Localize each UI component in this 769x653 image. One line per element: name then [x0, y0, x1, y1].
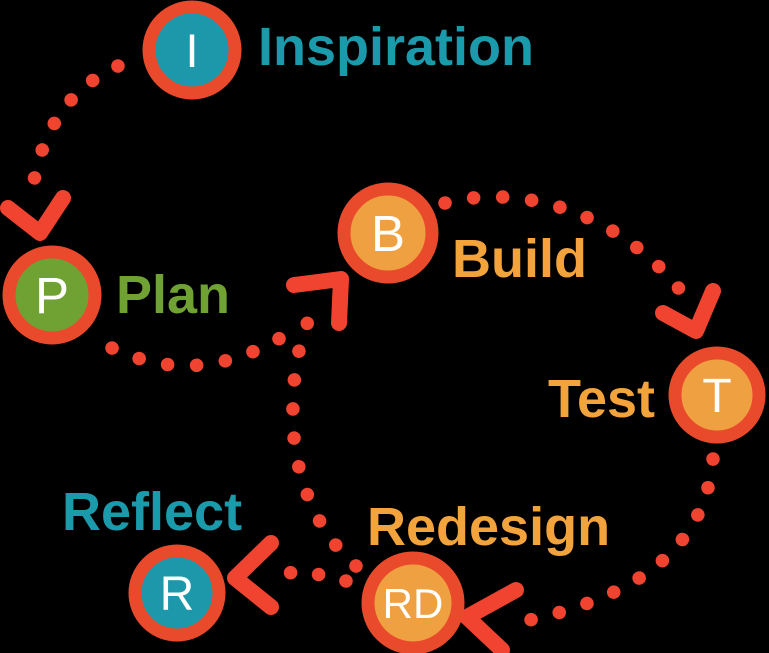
build-label: Build — [452, 229, 587, 289]
arrowhead-to-plan-icon — [0, 190, 71, 241]
inspiration-label: Inspiration — [258, 17, 534, 77]
build-letter: B — [371, 205, 405, 262]
plan-label: Plan — [116, 265, 230, 325]
arrowhead-to-test-icon — [655, 283, 721, 339]
arrowhead-to-redesign-icon — [459, 582, 524, 653]
node-plan: P — [2, 245, 102, 345]
plan-circle-icon — [2, 245, 102, 345]
test-letter: T — [702, 370, 731, 423]
arrowhead-to-build-icon — [286, 271, 349, 331]
redesign-circle-icon — [361, 551, 465, 653]
redesign-label: Redesign — [367, 497, 610, 557]
test-label: Test — [548, 369, 655, 429]
dotted-path-redesign-to-reflect — [277, 565, 353, 588]
node-build: B — [337, 182, 439, 284]
node-test: T — [668, 346, 766, 444]
dotted-path-plan-to-build — [105, 325, 297, 373]
dotted-path-redesign-to-build — [286, 303, 363, 573]
node-redesign: RD — [361, 551, 465, 653]
reflect-letter: R — [160, 568, 195, 621]
node-inspiration: I — [142, 0, 242, 100]
arrowhead-to-reflect-icon — [227, 535, 279, 615]
test-circle-icon — [668, 346, 766, 444]
build-circle-icon — [337, 182, 439, 284]
dotted-path-inspiration-to-plan — [25, 59, 125, 199]
node-reflect: R — [128, 544, 226, 642]
reflect-label: Reflect — [62, 482, 242, 542]
dotted-path-build-to-test — [438, 190, 694, 306]
redesign-letter: RD — [383, 580, 444, 627]
inspiration-circle-icon — [142, 0, 242, 100]
inspiration-letter: I — [185, 24, 198, 77]
plan-letter: P — [35, 267, 69, 324]
reflect-circle-icon — [128, 544, 226, 642]
dotted-path-test-to-redesign — [503, 452, 720, 631]
